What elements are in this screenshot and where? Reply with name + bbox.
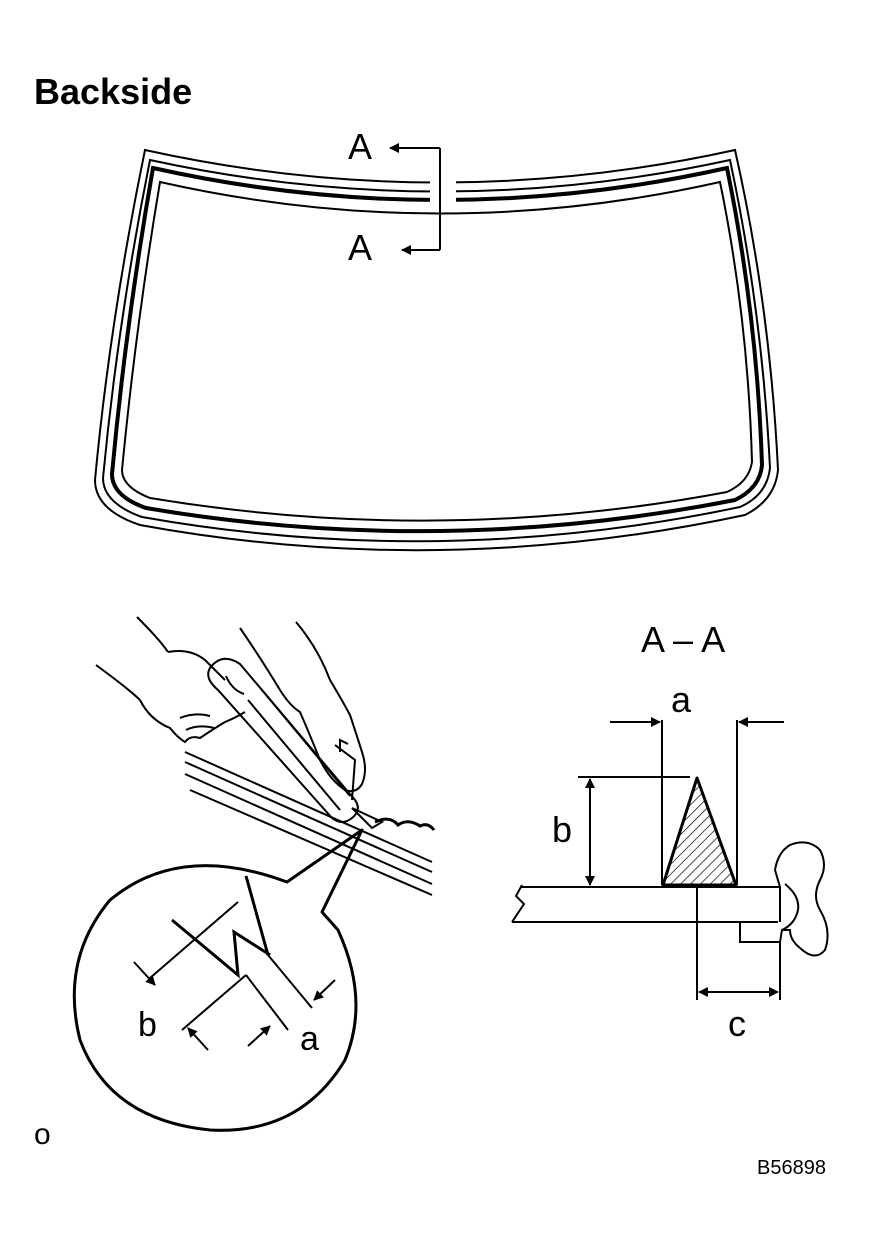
dimension-c-label: c bbox=[728, 1003, 746, 1044]
dimension-b-label: b bbox=[552, 809, 572, 850]
bead-detail-callout bbox=[72, 828, 364, 1132]
windshield bbox=[93, 148, 780, 552]
section-title: A – A bbox=[641, 619, 725, 660]
section-marker-top: A bbox=[348, 126, 372, 167]
inset-dimension-a: a bbox=[300, 1020, 319, 1058]
figure-code: B56898 bbox=[757, 1157, 826, 1179]
title: Backside bbox=[34, 71, 192, 112]
section-detail bbox=[511, 717, 829, 1000]
inset-dimension-b: b bbox=[138, 1006, 157, 1044]
dimension-a-label: a bbox=[671, 679, 692, 720]
hand-applicator-illustration bbox=[95, 616, 436, 896]
section-marker-bottom: A bbox=[348, 227, 372, 268]
corner-mark: o bbox=[34, 1118, 51, 1151]
section-cut-line bbox=[389, 143, 456, 255]
